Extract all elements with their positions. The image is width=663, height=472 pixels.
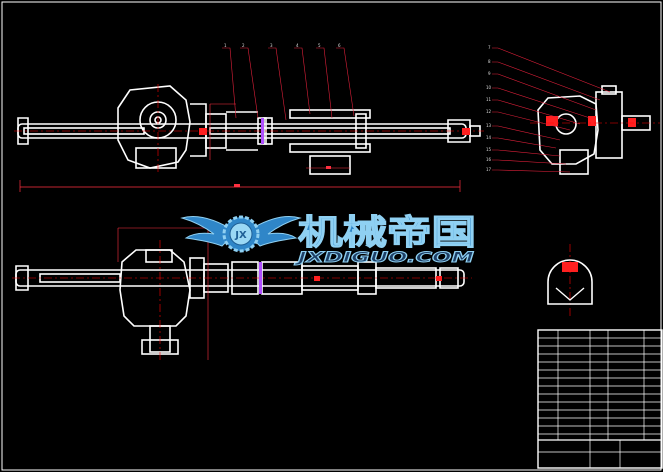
- callout-14: 14: [486, 135, 492, 140]
- watermark-badge: JX: [234, 230, 247, 241]
- callout-2: 2: [242, 43, 245, 48]
- callout-15: 15: [486, 147, 492, 152]
- parts-list-table: [537, 329, 663, 469]
- assembly-top-view: [17, 85, 481, 175]
- callout-11: 11: [486, 97, 492, 102]
- section-view: [537, 85, 651, 175]
- front-view-accents: [12, 227, 472, 360]
- callout-16: 16: [486, 157, 492, 162]
- top-view-leaders: [222, 47, 355, 121]
- section-view-leaders: [492, 47, 611, 173]
- watermark-url-text: JXDIGUO.COM: [293, 250, 474, 266]
- watermark-chinese-text: 机械帝国: [298, 213, 476, 253]
- callout-13: 13: [486, 123, 492, 128]
- callout-8: 8: [488, 59, 491, 64]
- right-wing-shape: [245, 216, 302, 247]
- callout-17: 17: [486, 167, 492, 172]
- left-wing-shape: [180, 216, 237, 247]
- callout-7: 7: [488, 45, 491, 50]
- detail-view: [547, 244, 593, 318]
- callout-12: 12: [486, 109, 492, 114]
- watermark-logo: JX 机械帝国 JXDIGUO.COM: [180, 212, 477, 266]
- callout-6: 6: [338, 43, 341, 48]
- top-view-centerlines: [14, 84, 484, 192]
- callout-3: 3: [270, 43, 273, 48]
- callout-9: 9: [488, 71, 491, 76]
- callout-10: 10: [486, 85, 492, 90]
- callout-1: 1: [224, 43, 227, 48]
- top-view-callout-numbers: 1 2 3 4 5 6: [224, 43, 341, 48]
- callout-5: 5: [318, 43, 321, 48]
- section-callout-numbers: 7 8 9 10 11 12 13 14 15 16 17: [486, 45, 492, 172]
- section-view-accents: [530, 116, 660, 127]
- callout-4: 4: [296, 43, 299, 48]
